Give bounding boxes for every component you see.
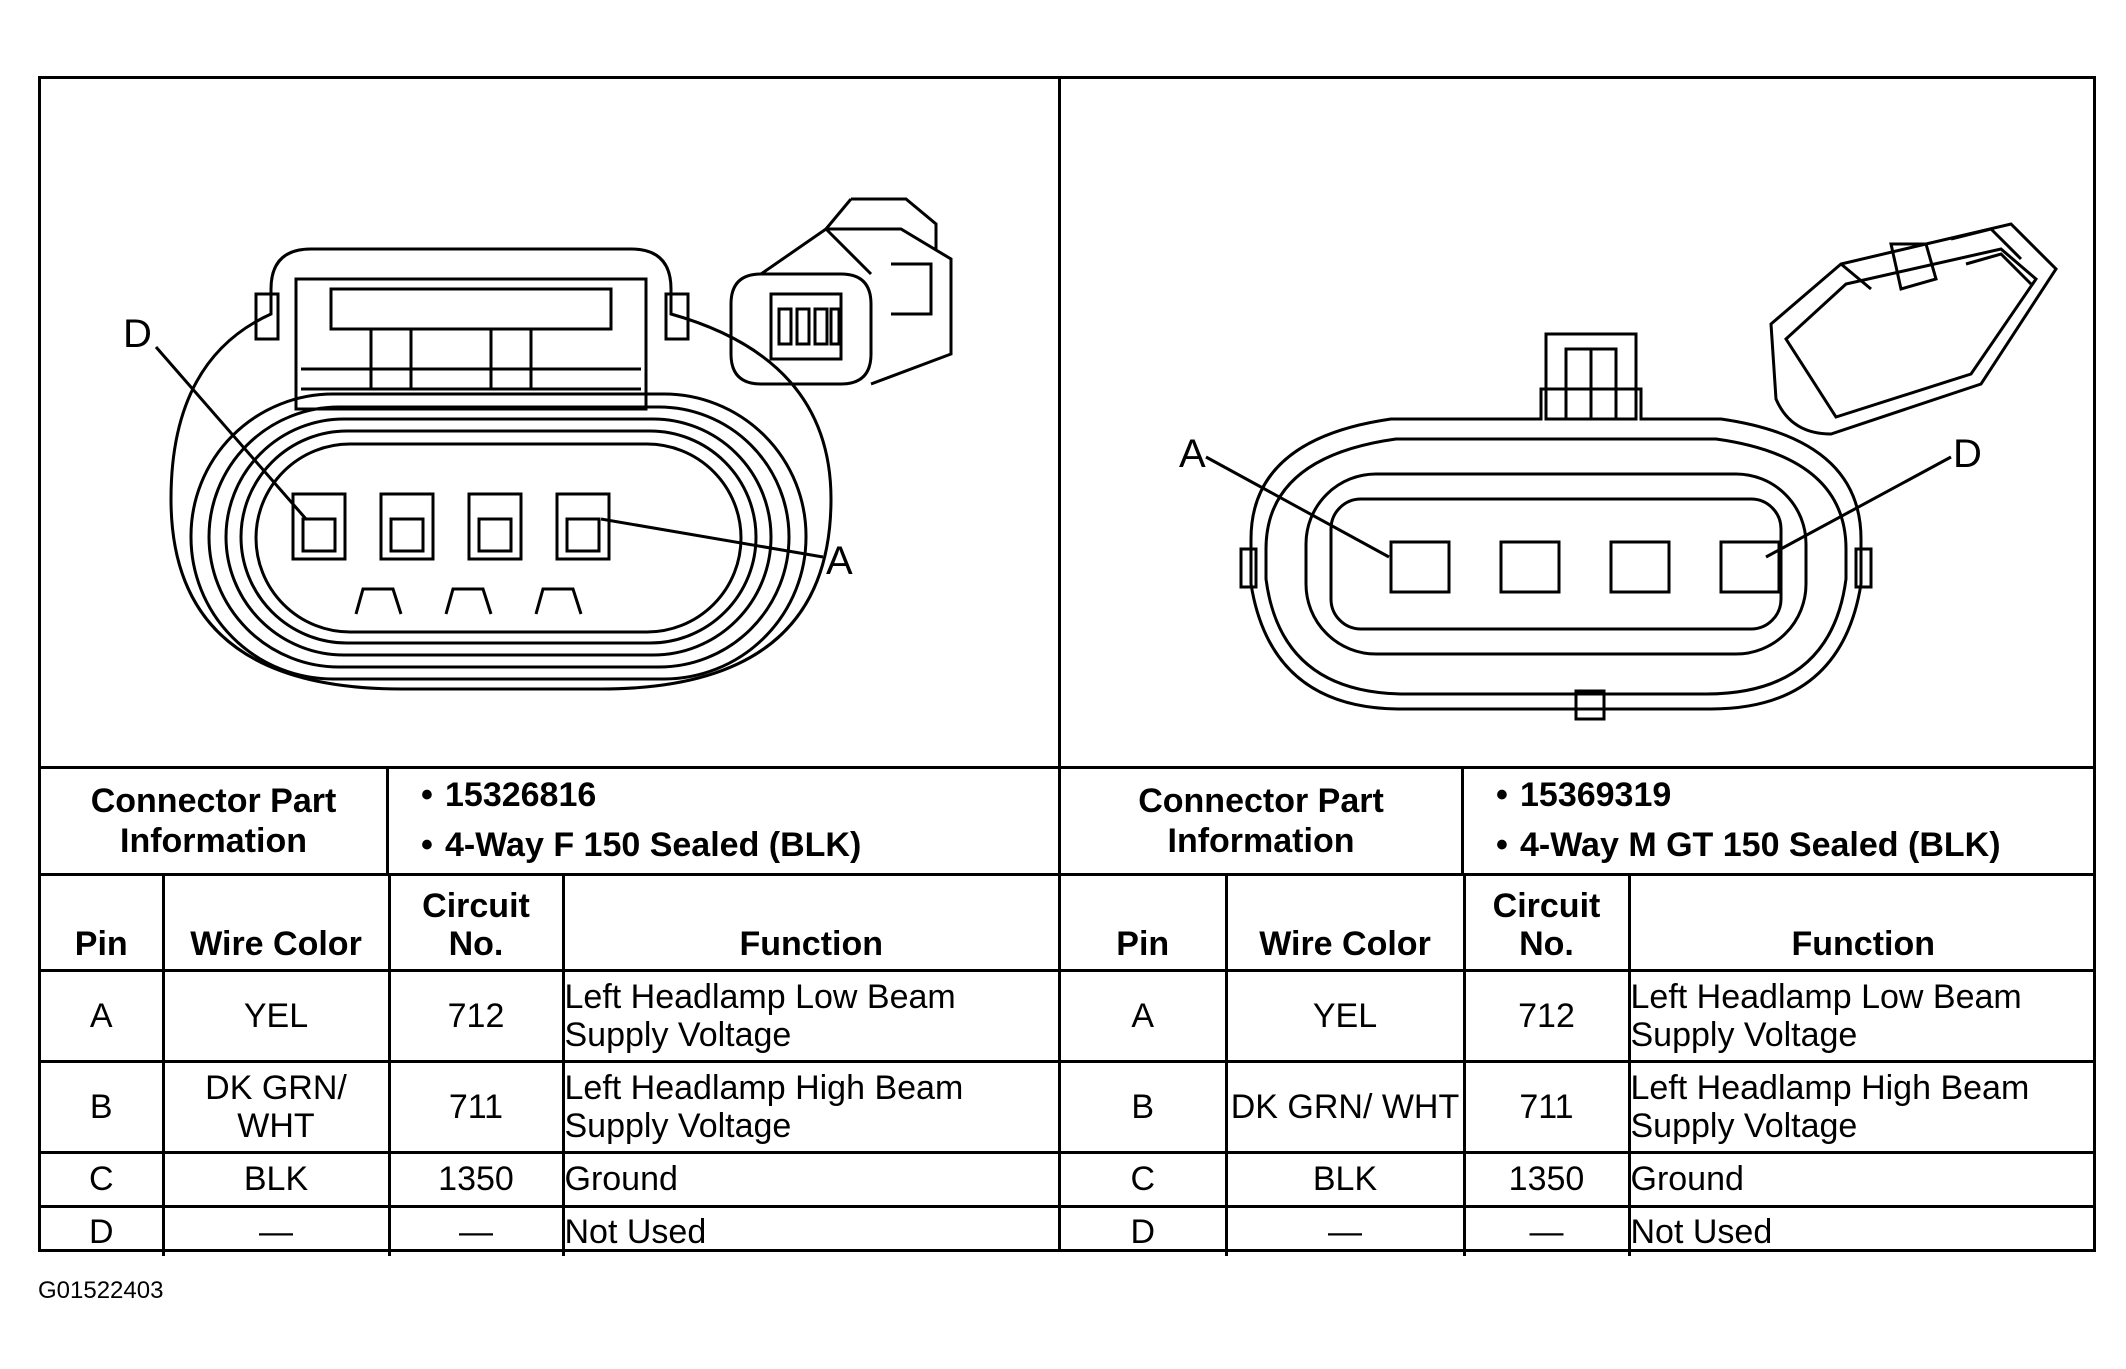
header-function: Function <box>561 876 1058 972</box>
part-number: 15326816 <box>421 775 596 815</box>
cell-wire-color: BLK <box>161 1150 391 1208</box>
cell-circuit: 711 <box>1462 1059 1631 1154</box>
cell-wire-color: YEL <box>161 968 391 1063</box>
female-connector-face-icon <box>154 197 953 691</box>
cell-function: Ground <box>1627 1150 2096 1208</box>
callout-pin-d: D <box>1953 432 1982 476</box>
cell-function: Ground <box>561 1150 1058 1208</box>
table-row: C BLK 1350 Ground <box>41 1150 1058 1208</box>
header-circuit: Circuit No. <box>1462 876 1631 972</box>
cell-circuit: 1350 <box>1462 1150 1631 1208</box>
cell-wire-color: DK GRN/ WHT <box>161 1059 391 1154</box>
cell-pin: B <box>41 1059 165 1154</box>
figure-id: G01522403 <box>38 1277 164 1304</box>
left-part-info: Connector Part Information 15326816 4-Wa… <box>41 769 1058 876</box>
left-pinout-table: Pin Wire Color Circuit No. Function A YE… <box>41 876 1058 1256</box>
table-row: B DK GRN/ WHT 711 Left Headlamp High Bea… <box>41 1059 1058 1154</box>
cell-function: Not Used <box>1627 1204 2096 1256</box>
cell-function: Left Headlamp High Beam Supply Voltage <box>561 1059 1058 1154</box>
callout-pin-a: A <box>826 539 853 583</box>
cell-circuit: 712 <box>387 968 565 1063</box>
callout-pin-a: A <box>1179 432 1206 476</box>
left-connector-panel: D A Connector Part Information 15326816 … <box>41 79 1058 1256</box>
cell-wire-color: BLK <box>1224 1150 1466 1208</box>
right-part-info: Connector Part Information 15369319 4-Wa… <box>1061 769 2096 876</box>
male-connector-face-icon <box>1205 222 2058 721</box>
part-info-values: 15326816 4-Way F 150 Sealed (BLK) <box>389 769 1058 873</box>
cell-pin: D <box>1061 1204 1228 1256</box>
header-function: Function <box>1627 876 2096 972</box>
part-info-label: Connector Part Information <box>41 769 389 873</box>
cell-function: Left Headlamp Low Beam Supply Voltage <box>561 968 1058 1063</box>
cell-pin: A <box>41 968 165 1063</box>
cell-circuit: 1350 <box>387 1150 565 1208</box>
cell-wire-color: DK GRN/ WHT <box>1224 1059 1466 1154</box>
left-connector-drawing: D A <box>41 79 1058 769</box>
right-pinout-table: Pin Wire Color Circuit No. Function A YE… <box>1061 876 2096 1256</box>
header-circuit: Circuit No. <box>387 876 565 972</box>
table-row: A YEL 712 Left Headlamp Low Beam Supply … <box>41 968 1058 1063</box>
part-description: 4-Way M GT 150 Sealed (BLK) <box>1496 825 2000 865</box>
cell-function: Left Headlamp High Beam Supply Voltage <box>1627 1059 2096 1154</box>
cell-pin: D <box>41 1204 165 1256</box>
header-pin: Pin <box>41 876 165 972</box>
right-connector-panel: A D Connector Part Information 15369319 … <box>1058 79 2096 1256</box>
table-row: A YEL 712 Left Headlamp Low Beam Supply … <box>1061 968 2096 1063</box>
header-pin: Pin <box>1061 876 1228 972</box>
part-description: 4-Way F 150 Sealed (BLK) <box>421 825 861 865</box>
part-info-values: 15369319 4-Way M GT 150 Sealed (BLK) <box>1464 769 2096 873</box>
header-wire-color: Wire Color <box>161 876 391 972</box>
callout-pin-d: D <box>123 312 152 356</box>
table-row: C BLK 1350 Ground <box>1061 1150 2096 1208</box>
cell-wire-color: — <box>1224 1204 1466 1256</box>
cell-circuit: 711 <box>387 1059 565 1154</box>
cell-pin: A <box>1061 968 1228 1063</box>
cell-pin: C <box>1061 1150 1228 1208</box>
cell-wire-color: YEL <box>1224 968 1466 1063</box>
cell-circuit: 712 <box>1462 968 1631 1063</box>
cell-pin: C <box>41 1150 165 1208</box>
cell-function: Not Used <box>561 1204 1058 1256</box>
cell-circuit: — <box>1462 1204 1631 1256</box>
right-connector-drawing: A D <box>1061 79 2096 769</box>
cell-function: Left Headlamp Low Beam Supply Voltage <box>1627 968 2096 1063</box>
cell-wire-color: — <box>161 1204 391 1256</box>
table-row: B DK GRN/ WHT 711 Left Headlamp High Bea… <box>1061 1059 2096 1154</box>
table-row: D — — Not Used <box>1061 1204 2096 1256</box>
part-number: 15369319 <box>1496 775 1671 815</box>
part-info-label: Connector Part Information <box>1061 769 1464 873</box>
connector-sheet: D A Connector Part Information 15326816 … <box>38 76 2096 1256</box>
table-row: D — — Not Used <box>41 1204 1058 1256</box>
cell-pin: B <box>1061 1059 1228 1154</box>
cell-circuit: — <box>387 1204 565 1256</box>
header-wire-color: Wire Color <box>1224 876 1466 972</box>
